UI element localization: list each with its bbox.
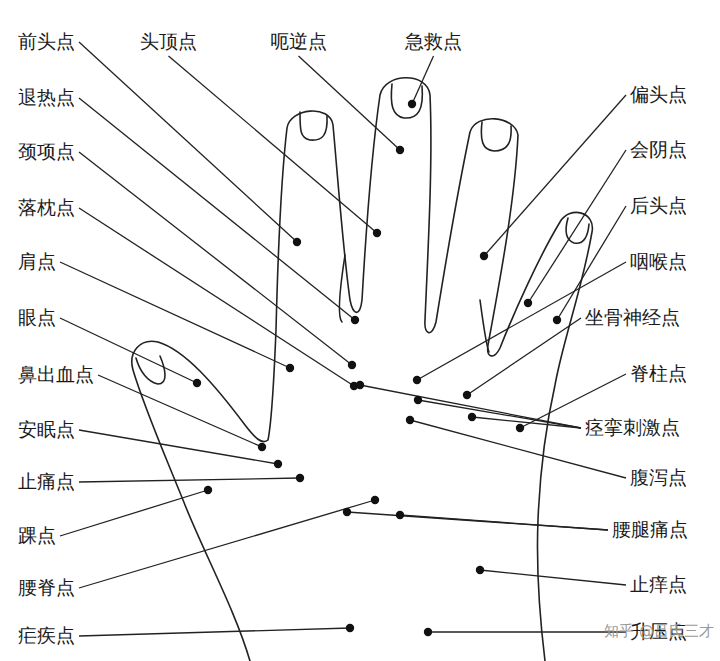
point-label: 头顶点	[140, 31, 197, 53]
point-dot	[351, 316, 359, 324]
point-dot	[371, 496, 379, 504]
leader-line	[299, 56, 401, 150]
leader-line	[400, 515, 608, 530]
leader-line	[528, 150, 626, 303]
point-label: 止痒点	[630, 574, 687, 596]
point-label: 踝点	[18, 525, 56, 547]
leader-line	[79, 208, 354, 386]
point-label: 前头点	[18, 31, 75, 53]
point-dot	[396, 146, 404, 154]
leader-line	[79, 430, 278, 464]
point-dot	[424, 628, 432, 636]
leader-line	[360, 385, 581, 428]
point-dot	[204, 486, 212, 494]
point-label: 眼点	[18, 307, 56, 329]
point-dot	[343, 508, 351, 516]
point-dot	[414, 396, 422, 404]
point-label: 疟疾点	[18, 625, 75, 647]
point-label: 腰腿痛点	[612, 519, 688, 541]
point-dot	[516, 424, 524, 432]
point-label: 痉挛刺激点	[585, 417, 680, 439]
point-label: 咽喉点	[630, 251, 687, 273]
point-dot	[468, 413, 476, 421]
leader-line	[480, 570, 626, 585]
leader-line	[472, 417, 581, 428]
point-dot	[296, 474, 304, 482]
leader-line	[79, 478, 300, 482]
point-label: 急救点	[405, 31, 462, 53]
point-dot	[356, 381, 364, 389]
leader-line	[484, 95, 626, 256]
leader-line	[79, 500, 375, 588]
watermark: 知乎 @吕氏三才	[604, 623, 714, 640]
point-dot	[476, 566, 484, 574]
point-label: 鼻出血点	[18, 364, 94, 386]
leader-line	[169, 56, 378, 233]
point-dot	[346, 624, 354, 632]
point-label: 脊柱点	[630, 363, 687, 385]
point-label: 止痛点	[18, 471, 75, 493]
point-dot	[408, 100, 416, 108]
leader-line	[467, 318, 581, 395]
leader-line	[428, 631, 626, 632]
point-label: 偏头点	[630, 84, 687, 106]
point-label: 腹泻点	[630, 467, 687, 489]
leader-line	[60, 262, 290, 368]
leader-line	[412, 56, 434, 104]
point-dot	[463, 391, 471, 399]
point-label: 呃逆点	[270, 31, 327, 53]
point-label: 安眠点	[18, 419, 75, 441]
point-dot	[293, 238, 301, 246]
leader-line	[418, 400, 581, 428]
leader-line	[79, 628, 350, 636]
point-label: 肩点	[18, 251, 56, 273]
point-label: 坐骨神经点	[585, 307, 680, 329]
point-label: 颈项点	[18, 141, 75, 163]
point-dot	[396, 511, 404, 519]
point-label: 落枕点	[18, 197, 75, 219]
leader-line	[557, 206, 626, 320]
point-dot	[286, 364, 294, 372]
point-dot	[480, 252, 488, 260]
point-dot	[406, 416, 414, 424]
leader-line	[79, 98, 355, 320]
leader-line	[347, 512, 608, 530]
point-label: 腰脊点	[18, 577, 75, 599]
point-dot	[193, 379, 201, 387]
point-dot	[348, 361, 356, 369]
leader-line	[60, 490, 208, 536]
point-dot	[524, 299, 532, 307]
point-dot	[274, 460, 282, 468]
point-dot	[413, 376, 421, 384]
point-label: 会阴点	[630, 139, 687, 161]
point-dot	[553, 316, 561, 324]
point-dot	[373, 229, 381, 237]
point-dot	[258, 443, 266, 451]
point-label: 后头点	[630, 195, 687, 217]
point-label: 退热点	[18, 87, 75, 109]
leader-line	[98, 375, 262, 447]
